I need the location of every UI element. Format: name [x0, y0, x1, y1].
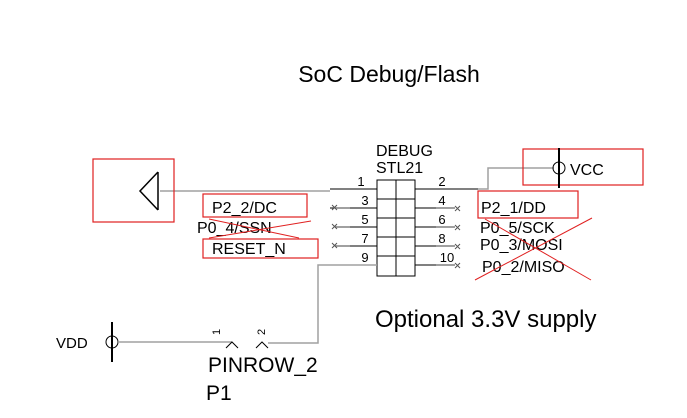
- vcc-power-icon: [552, 161, 566, 175]
- pin-label-3: 3: [361, 193, 368, 208]
- label-p2-1-dd: P2_1/DD: [481, 200, 546, 217]
- pin-label-10: 10: [440, 250, 454, 265]
- label-p0-4-ssn: P0_4/SSN: [197, 220, 272, 237]
- label-reset-n: RESET_N: [212, 241, 286, 258]
- strike-right-a: [484, 218, 592, 281]
- pin-label-4: 4: [438, 193, 445, 208]
- left-pins: 1 3 5 7 9: [330, 174, 377, 266]
- label-p2-2-dc: P2_2/DC: [212, 200, 277, 217]
- label-p0-3-mosi: P0_3/MOSI: [480, 237, 563, 254]
- pinrow-ref: P1: [206, 382, 232, 405]
- strike-p0-4-b: [208, 220, 312, 239]
- label-vcc: VCC: [570, 162, 604, 179]
- no-connect-icons-right: [454, 205, 461, 269]
- annotation-box-symbol: [92, 158, 175, 223]
- pinrow-pin1-icon: [225, 341, 239, 349]
- pinrow-part: PINROW_2: [208, 354, 318, 377]
- strike-right-b: [474, 217, 593, 281]
- signal-triangle-icon: [138, 171, 159, 211]
- right-pins: 2 4 6 8 10: [415, 174, 478, 269]
- pin-label-9: 9: [361, 250, 368, 265]
- pin-label-7: 7: [361, 231, 368, 246]
- annotation-box-reset: [202, 238, 319, 259]
- label-vdd: VDD: [56, 335, 88, 352]
- wire-vcc: [478, 167, 554, 190]
- strike-p0-4-a: [208, 218, 300, 239]
- pinrow-pin1-label: 1: [211, 329, 223, 335]
- no-connect-icons: [331, 204, 338, 249]
- pin-label-8: 8: [438, 231, 445, 246]
- pin-label-6: 6: [438, 212, 445, 227]
- label-p0-5-sck: P0_5/SCK: [480, 220, 555, 237]
- connector-body: [376, 179, 416, 277]
- pin-label-2: 2: [438, 174, 445, 189]
- pinrow-pin2-icon: [255, 341, 269, 349]
- annotation-box-p2-2: [202, 193, 308, 218]
- annotation-box-p2-1: [477, 190, 579, 219]
- connector-part: STL21: [376, 160, 423, 177]
- wire-pin9: [268, 264, 377, 344]
- note-optional-supply: Optional 3.3V supply: [375, 306, 596, 333]
- schematic-title: SoC Debug/Flash: [298, 61, 480, 87]
- pin-label-5: 5: [361, 212, 368, 227]
- label-p0-2-miso: P0_2/MISO: [482, 259, 565, 276]
- pinrow-pin2-label: 2: [256, 329, 268, 335]
- connector-name: DEBUG: [376, 143, 433, 160]
- pin-label-1: 1: [357, 174, 364, 189]
- annotation-box-vcc: [522, 148, 644, 186]
